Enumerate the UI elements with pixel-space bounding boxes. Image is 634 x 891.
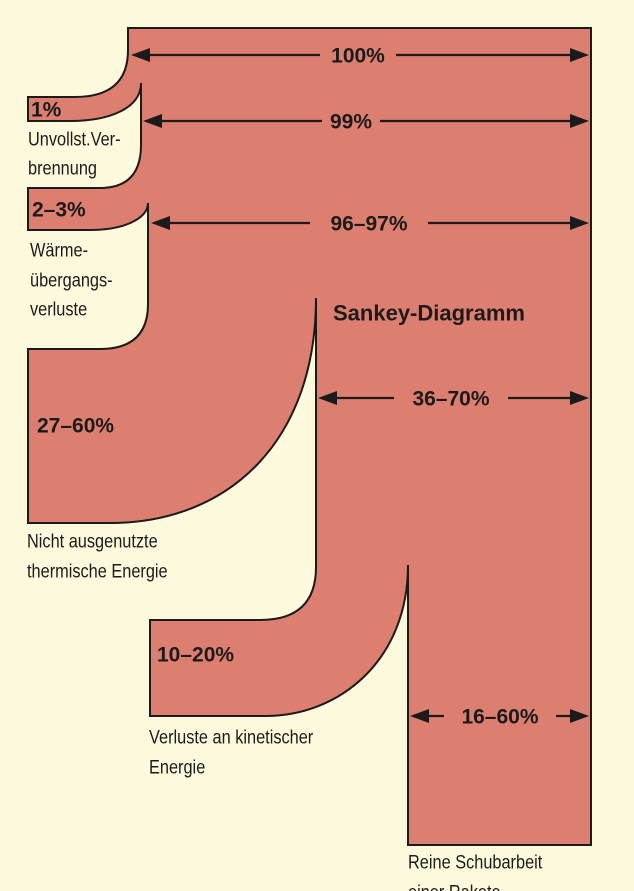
flow-label-after-heat-transfer: 96–97% (330, 213, 407, 236)
arrow-99: 99% (143, 108, 589, 134)
svg-text:thermische Energie: thermische Energie (27, 560, 168, 581)
loss-value-thermal: 27–60% (37, 415, 114, 438)
flow-label-after-thermal: 36–70% (412, 388, 489, 411)
loss-label-heat-transfer: Wärme- übergangs- verluste (30, 239, 113, 319)
arrow-36-70: 36–70% (318, 385, 589, 411)
energy-flow-shape (27, 27, 592, 846)
arrow-100: 100% (131, 42, 589, 68)
svg-text:Verluste an kinetischer: Verluste an kinetischer (149, 726, 313, 747)
svg-text:Energie: Energie (149, 756, 205, 777)
svg-text:übergangs-: übergangs- (30, 269, 113, 290)
arrow-96-97: 96–97% (151, 210, 589, 236)
arrow-16-60: 16–60% (410, 703, 589, 729)
svg-text:Nicht ausgenutzte: Nicht ausgenutzte (27, 530, 158, 551)
loss-label-kinetic: Verluste an kinetischer Energie (149, 726, 313, 777)
svg-text:verluste: verluste (30, 298, 87, 319)
svg-text:Unvollst.Ver-: Unvollst.Ver- (28, 128, 121, 149)
svg-text:Reine Schubarbeit: Reine Schubarbeit (408, 851, 542, 872)
diagram-title: Sankey-Diagramm (333, 301, 525, 326)
loss-label-combustion: Unvollst.Ver- brennung (28, 128, 121, 178)
loss-value-combustion: 1% (31, 99, 62, 122)
flow-label-after-combustion: 99% (330, 111, 372, 134)
loss-value-kinetic: 10–20% (157, 644, 234, 667)
svg-text:brennung: brennung (28, 157, 97, 178)
flow-label-input: 100% (331, 45, 385, 68)
svg-text:einer Rakete: einer Rakete (408, 881, 501, 891)
loss-value-heat-transfer: 2–3% (32, 199, 86, 222)
output-label: Reine Schubarbeit einer Rakete (408, 851, 542, 891)
svg-text:Wärme-: Wärme- (30, 239, 88, 260)
flow-label-useful: 16–60% (461, 706, 538, 729)
loss-label-thermal: Nicht ausgenutzte thermische Energie (27, 530, 168, 581)
